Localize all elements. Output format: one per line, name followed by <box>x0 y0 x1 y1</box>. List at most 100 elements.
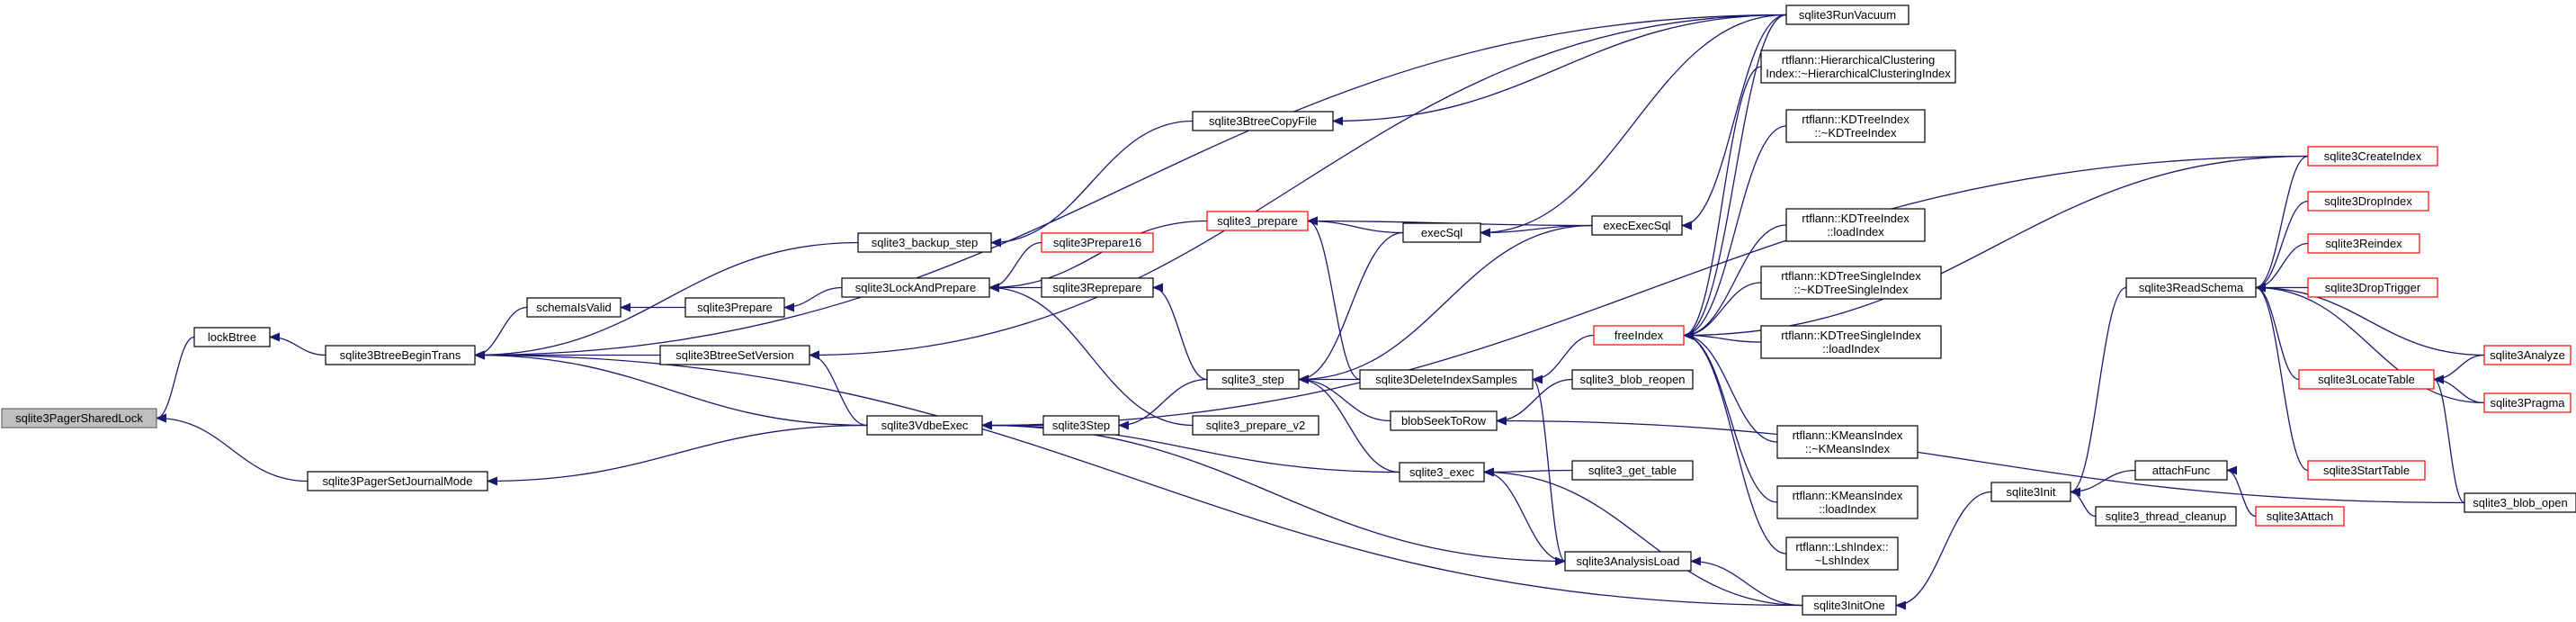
node-box <box>307 471 488 491</box>
node-label: sqlite3PagerSetJournalMode <box>323 474 473 488</box>
edge-schema-is-valid-to-sqlite3-btree-begin-trans <box>474 306 528 360</box>
node-sqlite3-create-index[interactable]: sqlite3CreateIndex <box>2307 146 2438 167</box>
node-label: ~LshIndex <box>1815 554 1870 567</box>
edge-sqlite3-create-index-to-sqlite3-vdbe-exec <box>981 155 2309 430</box>
node-blob-seek-to-row[interactable]: blobSeekToRow <box>1390 410 1498 431</box>
edge-sqlite3-analysis-load-to-sqlite3-exec <box>1483 467 1566 563</box>
edge-sqlite3-blob-reopen-to-blob-seek-to-row <box>1496 378 1573 426</box>
node-label: sqlite3DropTrigger <box>2325 281 2421 294</box>
node-rtflann-kdsingle-dtor[interactable]: rtflann::KDTreeSingleIndex::~KDTreeSingl… <box>1760 266 1942 300</box>
node-rtflann-kdsingle-load[interactable]: rtflann::KDTreeSingleIndex::loadIndex <box>1760 325 1942 359</box>
node-sqlite3-drop-trigger[interactable]: sqlite3DropTrigger <box>2307 277 2438 298</box>
node-sqlite3-drop-index[interactable]: sqlite3DropIndex <box>2307 191 2429 212</box>
edge-rtflann-kdtree-dtor-to-free-index <box>1683 125 1787 340</box>
node-label: execSql <box>1421 226 1462 239</box>
node-sqlite3-get-table[interactable]: sqlite3_get_table <box>1571 460 1694 481</box>
node-sqlite3-btree-begin-trans[interactable]: sqlite3BtreeBeginTrans <box>325 345 476 365</box>
node-label: sqlite3Reprepare <box>1052 281 1141 294</box>
node-sqlite3-lock-and-prepare[interactable]: sqlite3LockAndPrepare <box>841 277 990 298</box>
node-sqlite3-step[interactable]: sqlite3_step <box>1206 369 1300 390</box>
edge-sqlite3-exec-to-sqlite3-step <box>1298 374 1400 473</box>
node-sqlite3-attach[interactable]: sqlite3Attach <box>2255 506 2345 527</box>
node-rtflann-kmeans-dtor[interactable]: rtflann::KMeansIndex::~KMeansIndex <box>1776 425 1919 459</box>
node-box <box>1399 462 1485 482</box>
edge-lock-btree-to-sqlite3-pager-shared-lock <box>156 336 195 423</box>
node-sqlite3-backup-step[interactable]: sqlite3_backup_step <box>857 232 992 253</box>
node-lock-btree[interactable]: lockBtree <box>193 327 271 347</box>
node-sqlite3-pragma[interactable]: sqlite3Pragma <box>2483 392 2572 413</box>
node-label: rtflann::LshIndex:: <box>1795 540 1888 554</box>
edge-sqlite3-delete-index-samples-to-sqlite3-prepare <box>1307 216 1361 381</box>
node-box <box>1359 369 1534 390</box>
node-sqlite3-blob-reopen[interactable]: sqlite3_blob_reopen <box>1571 369 1694 390</box>
node-rtflann-kdtree-load[interactable]: rtflann::KDTreeIndex::loadIndex <box>1785 208 1926 242</box>
node-sqlite3-prepare16[interactable]: sqlite3Prepare16 <box>1041 232 1154 253</box>
node-exec-sql[interactable]: execSql <box>1402 222 1481 243</box>
node-sqlite3-prepare[interactable]: sqlite3_prepare <box>1206 211 1309 231</box>
edge-sqlite3-btree-begin-trans-to-lock-btree <box>269 332 326 356</box>
node-rtflann-lsh-dtor[interactable]: rtflann::LshIndex::~LshIndex <box>1785 536 1899 571</box>
node-label: sqlite3DeleteIndexSamples <box>1375 373 1517 386</box>
node-sqlite3-prepare-v2[interactable]: sqlite3_prepare_v2 <box>1192 415 1319 436</box>
node-sqlite3-reprepare[interactable]: sqlite3Reprepare <box>1041 277 1154 298</box>
node-sqlite3-read-schema[interactable]: sqlite3ReadSchema <box>2125 277 2257 298</box>
node-box <box>1571 369 1694 390</box>
node-label: sqlite3LockAndPrepare <box>855 281 976 294</box>
node-label: sqlite3ReadSchema <box>2139 281 2244 294</box>
node-label: sqlite3CreateIndex <box>2324 149 2422 163</box>
node-box <box>1785 109 1926 143</box>
edge-blob-seek-to-row-to-sqlite3-step <box>1298 374 1391 422</box>
node-label: rtflann::KDTreeIndex <box>1802 113 1910 126</box>
edge-sqlite3-thread-cleanup-to-sqlite3-init <box>2070 487 2097 518</box>
node-sqlite3-exec[interactable]: sqlite3_exec <box>1399 462 1485 482</box>
edges-layer <box>156 14 2485 610</box>
node-box <box>1593 325 1685 346</box>
node-attach-func[interactable]: attachFunc <box>2134 460 2228 481</box>
node-exec-exec-sql[interactable]: execExecSql <box>1591 215 1683 236</box>
node-rtflann-kmeans-load[interactable]: rtflann::KMeansIndex::loadIndex <box>1776 485 1919 519</box>
node-label: sqlite3Reindex <box>2325 237 2402 250</box>
edge-sqlite3-step-to-sqlite3-reprepare <box>1152 283 1208 381</box>
node-label: rtflann::KMeansIndex <box>1793 428 1903 442</box>
node-rtflann-kdtree-dtor[interactable]: rtflann::KDTreeIndex::~KDTreeIndex <box>1785 109 1926 143</box>
node-sqlite3-step[interactable]: sqlite3Step <box>1042 415 1120 436</box>
node-sqlite3-pager-shared-lock[interactable]: sqlite3PagerSharedLock <box>1 408 157 428</box>
edge-sqlite3-analyze-to-sqlite3-locate-table <box>2433 354 2485 384</box>
node-sqlite3-btree-set-version[interactable]: sqlite3BtreeSetVersion <box>659 345 810 365</box>
node-sqlite3-init[interactable]: sqlite3Init <box>1990 482 2071 502</box>
node-sqlite3-blob-open[interactable]: sqlite3_blob_open <box>2464 492 2576 513</box>
node-rtflann-hci[interactable]: rtflann::HierarchicalClusteringIndex::~H… <box>1760 50 1956 84</box>
node-sqlite3-run-vacuum[interactable]: sqlite3RunVacuum <box>1785 5 1910 25</box>
node-sqlite3-pager-set-journal-mode[interactable]: sqlite3PagerSetJournalMode <box>307 471 488 491</box>
edge-sqlite3-run-vacuum-to-sqlite3-btree-copy-file <box>1332 14 1787 126</box>
node-label: sqlite3_get_table <box>1588 464 1677 477</box>
node-box <box>1042 415 1120 436</box>
node-box <box>1760 50 1956 84</box>
node-sqlite3-locate-table[interactable]: sqlite3LocateTable <box>2298 369 2435 390</box>
node-box <box>1571 460 1694 481</box>
node-free-index[interactable]: freeIndex <box>1593 325 1685 346</box>
node-sqlite3-start-table[interactable]: sqlite3StartTable <box>2307 460 2426 481</box>
edge-sqlite3-pragma-to-sqlite3-read-schema <box>2255 283 2485 404</box>
node-sqlite3-delete-index-samples[interactable]: sqlite3DeleteIndexSamples <box>1359 369 1534 390</box>
node-sqlite3-init-one[interactable]: sqlite3InitOne <box>1802 595 1897 616</box>
node-label: rtflann::HierarchicalClustering <box>1782 53 1936 67</box>
node-box <box>1041 232 1154 253</box>
node-sqlite3-analysis-load[interactable]: sqlite3AnalysisLoad <box>1564 551 1692 572</box>
node-schema-is-valid[interactable]: schemaIsValid <box>526 297 622 318</box>
edge-rtflann-kmeans-dtor-to-free-index <box>1683 330 1778 443</box>
node-sqlite3-reindex[interactable]: sqlite3Reindex <box>2307 233 2420 254</box>
node-label: sqlite3Prepare16 <box>1053 236 1141 249</box>
node-sqlite3-vdbe-exec[interactable]: sqlite3VdbeExec <box>866 415 983 436</box>
node-box <box>2134 460 2228 481</box>
node-label: ::~KDTreeIndex <box>1815 126 1897 140</box>
edge-rtflann-kdsingle-dtor-to-free-index <box>1683 282 1762 340</box>
edge-sqlite3-step-to-sqlite3-step <box>1118 378 1208 430</box>
node-sqlite3-analyze[interactable]: sqlite3Analyze <box>2483 345 2572 365</box>
node-sqlite3-btree-copy-file[interactable]: sqlite3BtreeCopyFile <box>1192 111 1334 131</box>
edge-sqlite3-vdbe-exec-to-sqlite3-btree-set-version <box>809 350 868 427</box>
node-sqlite3-thread-cleanup[interactable]: sqlite3_thread_cleanup <box>2095 506 2237 527</box>
node-sqlite3-prepare[interactable]: sqlite3Prepare <box>684 297 785 318</box>
edge-sqlite3-vdbe-exec-to-sqlite3-pager-set-journal-mode <box>487 424 868 486</box>
node-label: ::~KMeansIndex <box>1805 442 1891 455</box>
